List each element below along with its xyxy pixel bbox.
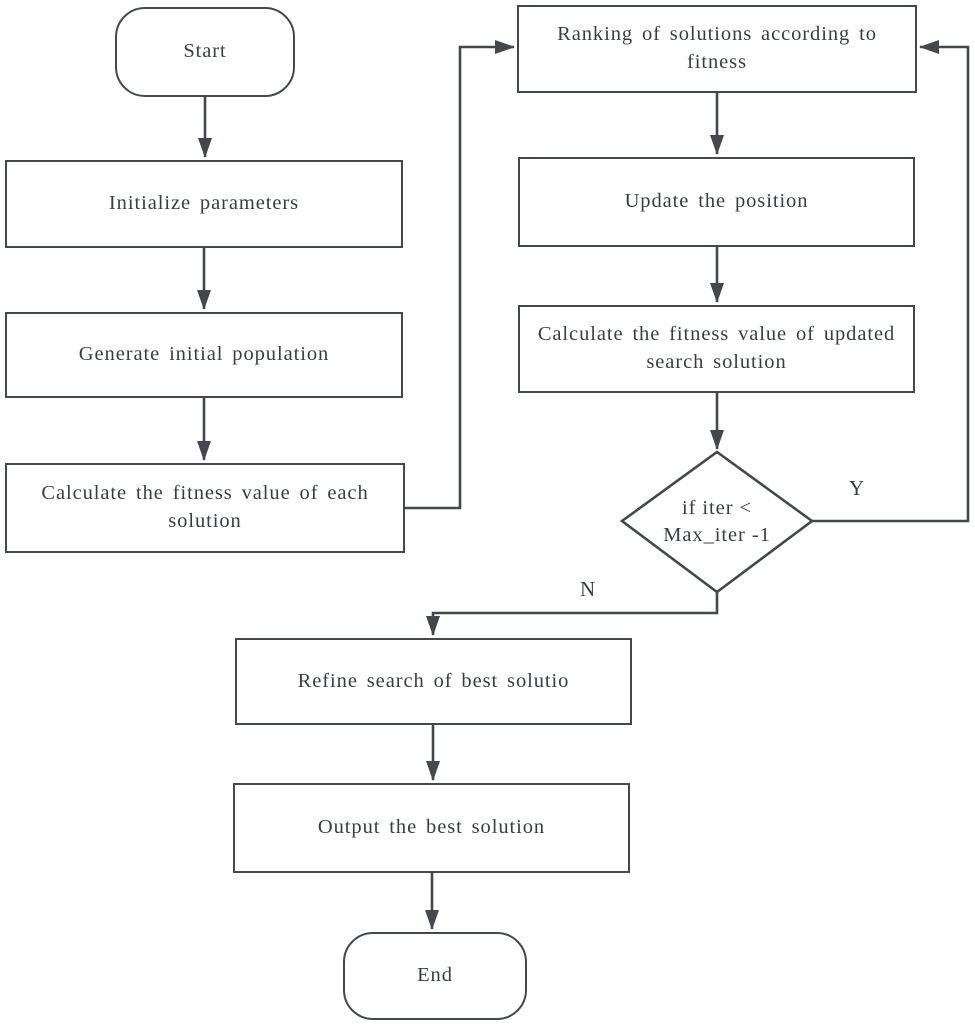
node-generate-initial-population-label: Generate initial population — [78, 343, 330, 366]
node-generate-initial-population: Generate initial population — [5, 312, 403, 398]
decision-diamond-shape — [619, 450, 815, 594]
edge-decision-no-to-refine — [426, 592, 719, 636]
node-output-best-solution-label: Output the best solution — [317, 816, 546, 839]
node-decision-line1: if iter < — [682, 496, 752, 519]
node-calculate-fitness-updated-solution: Calculate the fitness value of updated s… — [518, 305, 915, 393]
node-calculate-fitness-each-solution-label: Calculate the fitness value of each solu… — [41, 482, 369, 532]
node-end: End — [343, 932, 527, 1020]
node-output-best-solution: Output the best solution — [233, 783, 630, 873]
edge-calc-each-to-ranking — [405, 40, 515, 510]
node-initialize-parameters-label: Initialize parameters — [108, 192, 300, 215]
node-start-label: Start — [183, 40, 227, 63]
node-refine-search-label: Refine search of best solutio — [297, 669, 570, 692]
node-start: Start — [115, 7, 295, 97]
edge-label-yes-text: Y — [848, 475, 865, 500]
edge-decision-yes-to-ranking — [812, 40, 970, 523]
node-end-label: End — [417, 964, 453, 987]
node-refine-search: Refine search of best solutio — [235, 638, 632, 725]
node-update-position: Update the position — [518, 157, 915, 247]
node-initialize-parameters: Initialize parameters — [5, 160, 403, 248]
node-ranking-solutions-label: Ranking of solutions according to fitnes… — [557, 23, 877, 73]
node-ranking-solutions: Ranking of solutions according to fitnes… — [517, 5, 917, 93]
node-decision-line2: Max_iter -1 — [663, 524, 771, 546]
edge-label-no-text: N — [579, 576, 596, 601]
node-decision-iter-check: if iter < Max_iter -1 — [622, 452, 812, 592]
node-calculate-fitness-updated-solution-label: Calculate the fitness value of updated s… — [537, 323, 896, 373]
node-update-position-label: Update the position — [624, 190, 809, 213]
edge-label-yes: Y — [840, 473, 874, 503]
edge-label-no: N — [570, 574, 606, 604]
node-calculate-fitness-each-solution: Calculate the fitness value of each solu… — [5, 463, 405, 553]
